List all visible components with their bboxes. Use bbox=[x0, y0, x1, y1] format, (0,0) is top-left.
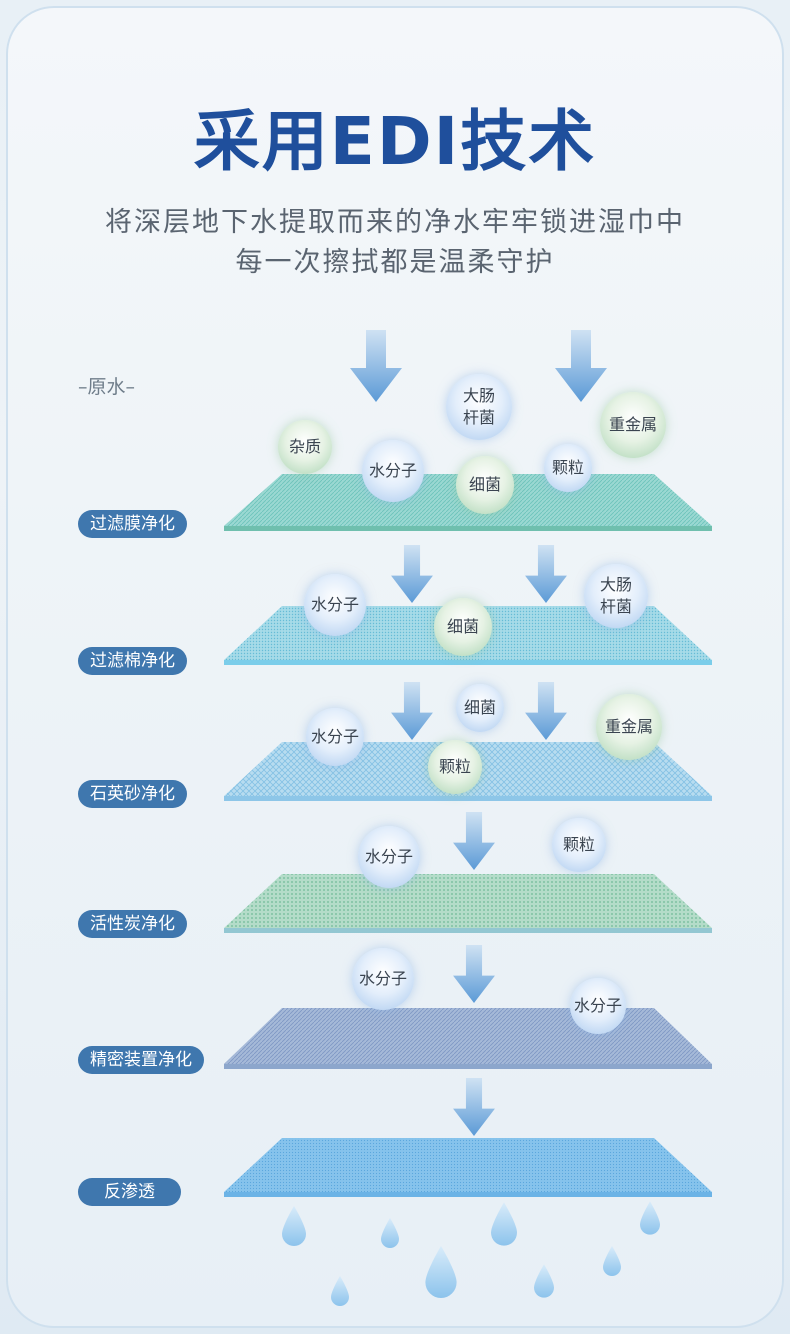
bubble-impurity: 杂质 bbox=[278, 420, 332, 474]
bubble-water-molecule: 水分子 bbox=[352, 948, 414, 1010]
bubble-water-molecule: 水分子 bbox=[570, 978, 626, 1034]
bubble-e-coli: 大肠杆菌 bbox=[584, 564, 648, 628]
bubble-particle: 颗粒 bbox=[552, 818, 606, 872]
water-drop-icon bbox=[282, 1206, 306, 1246]
down-arrow-icon bbox=[391, 682, 433, 740]
bubble-water-molecule: 水分子 bbox=[304, 574, 366, 636]
layer-label-reverse-osmosis: 反渗透 bbox=[78, 1178, 181, 1206]
down-arrow-icon bbox=[391, 545, 433, 603]
bubble-particle: 颗粒 bbox=[544, 444, 592, 492]
water-drop-icon bbox=[425, 1246, 457, 1298]
water-drop-icon bbox=[381, 1218, 399, 1248]
water-drop-icon bbox=[491, 1202, 517, 1246]
raw-water-label: –原水– bbox=[78, 376, 136, 398]
down-arrow-icon bbox=[453, 812, 495, 870]
bubble-bacteria: 细菌 bbox=[456, 684, 504, 732]
down-arrow-icon bbox=[555, 330, 607, 402]
filter-layer-activated-carbon bbox=[222, 872, 714, 934]
subtitle-line-1: 将深层地下水提取而来的净水牢牢锁进湿巾中 bbox=[105, 207, 685, 238]
bubble-particle: 颗粒 bbox=[428, 740, 482, 794]
filter-layer-precision-device bbox=[222, 1006, 714, 1070]
down-arrow-icon bbox=[525, 545, 567, 603]
layer-label-precision-device: 精密装置净化 bbox=[78, 1046, 204, 1074]
bubble-heavy-metal: 重金属 bbox=[600, 392, 666, 458]
layer-label-filter-membrane: 过滤膜净化 bbox=[78, 510, 187, 538]
bubble-water-molecule: 水分子 bbox=[362, 440, 424, 502]
down-arrow-icon bbox=[350, 330, 402, 402]
page-title: 采用EDI技术 bbox=[193, 103, 597, 180]
bubble-water-molecule: 水分子 bbox=[358, 826, 420, 888]
bubble-heavy-metal: 重金属 bbox=[596, 694, 662, 760]
water-drop-icon bbox=[603, 1246, 621, 1276]
layer-label-activated-carbon: 活性炭净化 bbox=[78, 910, 187, 938]
down-arrow-icon bbox=[453, 1078, 495, 1136]
layer-label-filter-cotton: 过滤棉净化 bbox=[78, 647, 187, 675]
bubble-water-molecule: 水分子 bbox=[306, 708, 364, 766]
water-drop-icon bbox=[534, 1264, 554, 1298]
bubble-bacteria: 细菌 bbox=[456, 456, 514, 514]
bubble-bacteria: 细菌 bbox=[434, 598, 492, 656]
water-drop-icon bbox=[331, 1276, 349, 1306]
subtitle-line-2: 每一次擦拭都是温柔守护 bbox=[235, 247, 555, 278]
bubble-e-coli: 大肠杆菌 bbox=[446, 374, 512, 440]
down-arrow-icon bbox=[453, 945, 495, 1003]
layer-label-quartz-sand: 石英砂净化 bbox=[78, 780, 187, 808]
water-drop-icon bbox=[640, 1201, 660, 1235]
filter-layer-reverse-osmosis bbox=[222, 1136, 714, 1200]
down-arrow-icon bbox=[525, 682, 567, 740]
